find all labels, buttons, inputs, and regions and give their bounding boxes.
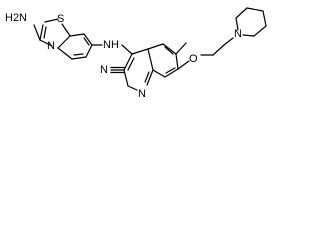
bond (147, 43, 164, 50)
thiazole-nitrogen-label: N (47, 40, 55, 52)
bond (162, 43, 177, 55)
amino-label: H2N (5, 12, 27, 24)
bond (69, 33, 85, 37)
bond (242, 34, 255, 37)
bond (39, 39, 53, 47)
bond (57, 35, 71, 49)
bond (165, 67, 176, 74)
bond (175, 53, 179, 70)
bond (123, 53, 133, 71)
bond (83, 33, 93, 46)
bond (83, 37, 90, 46)
bond (164, 46, 174, 55)
bond (212, 44, 225, 56)
bond (152, 69, 166, 78)
bond (121, 44, 133, 55)
bond (223, 37, 234, 46)
ether-oxygen-label: O (189, 53, 198, 65)
bond (131, 48, 149, 55)
bond (146, 69, 154, 86)
bond (253, 25, 267, 37)
bond (127, 85, 138, 91)
piperidine-nitrogen-label: N (234, 28, 242, 40)
nitrile-nitrogen-label: N (100, 64, 108, 76)
bond (73, 53, 84, 56)
bond (33, 24, 41, 41)
bond (123, 69, 129, 87)
bond (177, 60, 190, 70)
bond (39, 24, 44, 41)
bond (262, 10, 267, 27)
bond (127, 57, 135, 71)
bond (235, 17, 239, 31)
bond (57, 47, 73, 60)
bond (246, 7, 264, 12)
quinoline-nitrogen-label: N (138, 88, 146, 100)
thiazole-sulfur-label: S (57, 13, 64, 25)
bond (235, 7, 248, 19)
bond (85, 44, 93, 58)
bond (43, 26, 47, 39)
bond (147, 48, 154, 71)
bond (164, 68, 179, 78)
bond (71, 56, 87, 60)
chemical-structure: H2N S N NH N N O N (5, 7, 267, 100)
bond (61, 23, 71, 37)
bond (175, 42, 187, 55)
bond (144, 71, 150, 83)
bond (44, 18, 59, 23)
nh-bridge-label: NH (103, 39, 119, 51)
